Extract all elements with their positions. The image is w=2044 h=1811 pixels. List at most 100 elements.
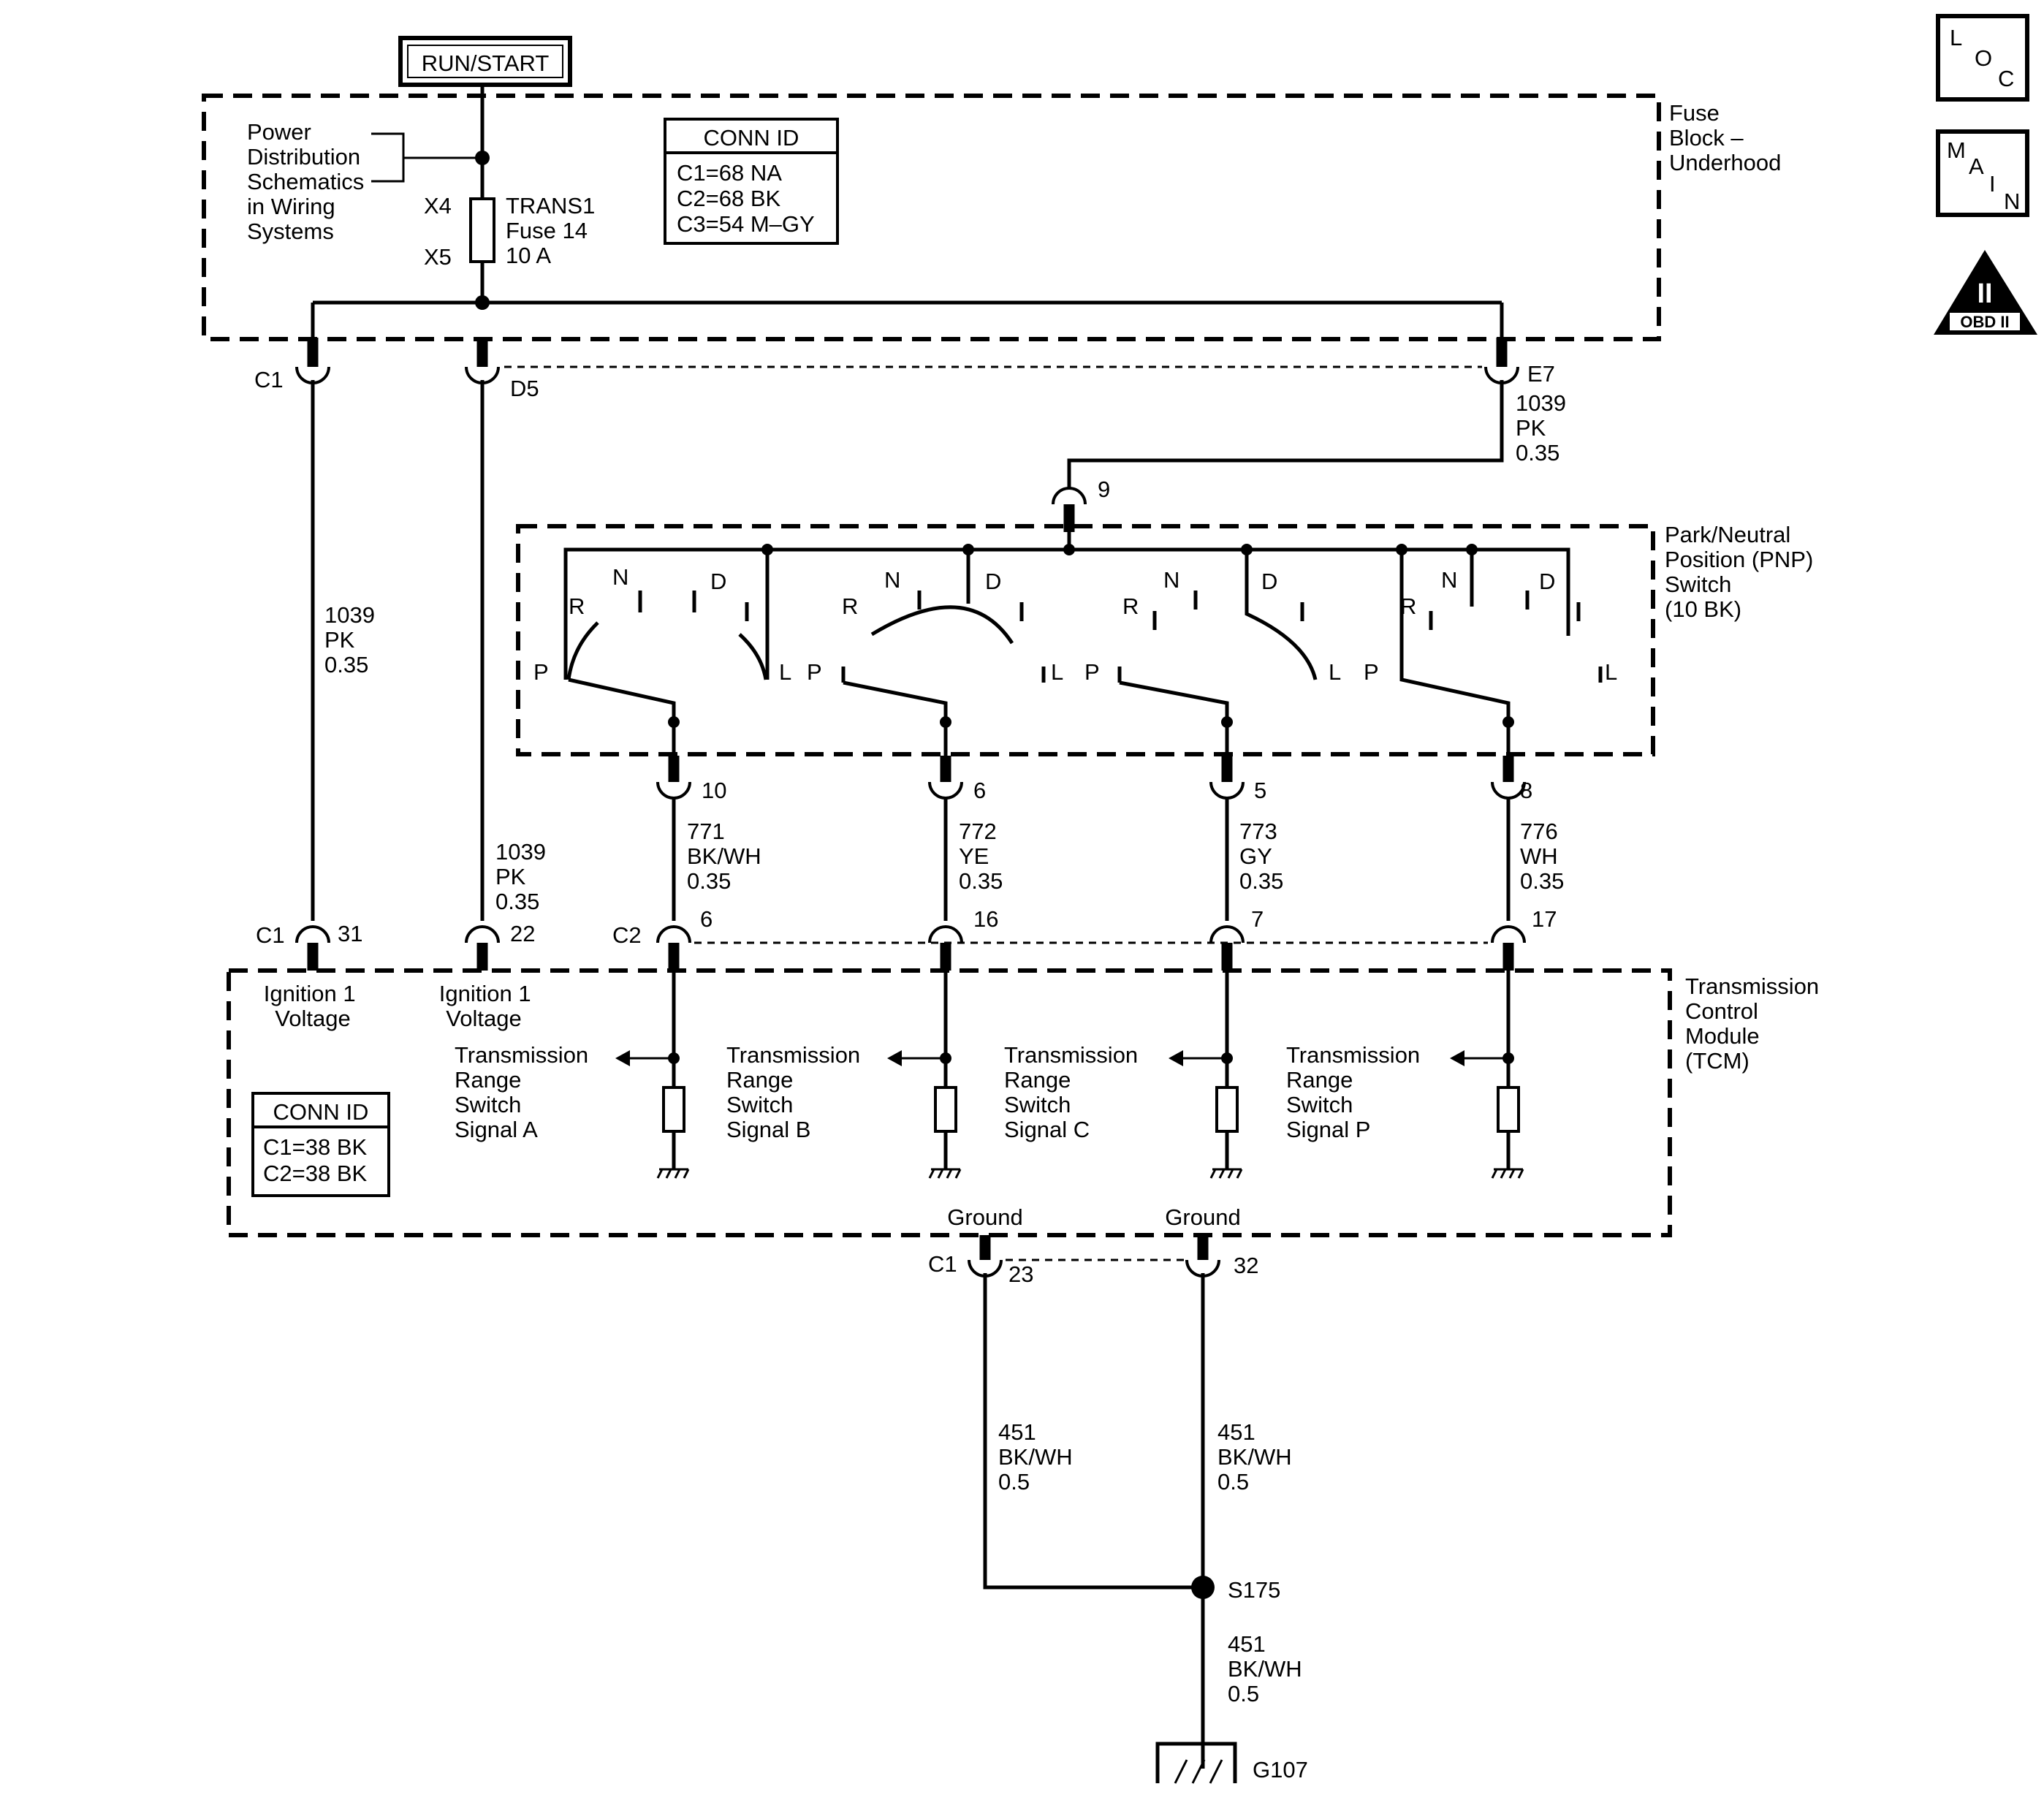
svg-text:N: N — [1163, 567, 1179, 593]
splice-label: S175 — [1228, 1577, 1280, 1603]
svg-text:C1=38 BK: C1=38 BK — [263, 1134, 368, 1160]
svg-text:I: I — [1989, 171, 1996, 197]
wire-label-773: 773 GY 0.35 — [1239, 819, 1283, 894]
svg-text:C2: C2 — [612, 922, 642, 948]
resistor-icon — [662, 1086, 685, 1133]
run-start-box: RUN/START — [398, 36, 572, 87]
wire-label-c1: 1039 PK 0.35 — [324, 602, 381, 677]
wire-label-772: 772 YE 0.35 — [959, 819, 1003, 894]
svg-text:CONN ID: CONN ID — [704, 125, 799, 151]
svg-text:L: L — [779, 659, 791, 685]
resistor-icon — [1215, 1086, 1239, 1133]
svg-text:23: 23 — [1008, 1261, 1033, 1287]
svg-text:CONN ID: CONN ID — [273, 1099, 369, 1125]
arrow-icon — [615, 1050, 630, 1066]
connector-e7-fuse: E7 — [1484, 338, 1555, 387]
arrow-icon — [887, 1050, 902, 1066]
splice-s175 — [1191, 1576, 1215, 1599]
connector-d5-fuse: D5 — [465, 338, 539, 401]
svg-text:C1: C1 — [928, 1251, 957, 1277]
svg-text:P: P — [807, 659, 822, 685]
svg-text:D5: D5 — [510, 376, 539, 401]
svg-text:L: L — [1605, 659, 1617, 685]
svg-text:P: P — [533, 659, 549, 685]
svg-text:Transmission Range: Transmission Range Switch Signal B — [726, 1042, 867, 1142]
svg-text:A: A — [1969, 153, 1984, 179]
ignition-voltage-c1-31: Ignition 1 Voltage — [264, 981, 362, 1031]
svg-text:P: P — [1084, 659, 1100, 685]
svg-text:C2=38 BK: C2=38 BK — [263, 1161, 368, 1186]
svg-text:L: L — [1051, 659, 1063, 685]
tcm-enclosure — [227, 968, 1672, 1237]
fuse-block-label: Fuse Block – Underhood — [1669, 100, 1781, 175]
tcm-signal-b: Transmission Range Switch Signal B — [726, 971, 962, 1179]
obd-ii-icon: II OBD II — [1934, 250, 2037, 335]
svg-text:OBD II: OBD II — [1960, 313, 2009, 331]
tcm-signal-a: Transmission Range Switch Signal A — [455, 971, 690, 1179]
ground-label-g107: G107 — [1253, 1757, 1308, 1782]
svg-text:C1: C1 — [256, 922, 285, 948]
resistor-icon — [1497, 1086, 1520, 1133]
svg-text:O: O — [1975, 45, 1992, 71]
svg-text:Transmission Range: Transmission Range Switch Signal C — [1004, 1042, 1144, 1142]
svg-text:R: R — [842, 593, 858, 619]
chassis-ground-icon — [1209, 1168, 1243, 1179]
svg-text:L: L — [1950, 25, 1962, 50]
fuse-icon — [469, 197, 495, 263]
fuse-label: TRANS1 Fuse 14 10 A — [506, 193, 601, 268]
wire-451-pin23 — [983, 1273, 1203, 1590]
svg-text:C2=68 BK: C2=68 BK — [677, 186, 781, 211]
wire-1039-e7 — [1067, 380, 1504, 490]
tcm-connectors: C1 31 22 C2 6 16 7 17 — [256, 906, 1557, 971]
svg-text:17: 17 — [1532, 906, 1557, 932]
ground-label-32: Ground — [1165, 1204, 1240, 1230]
tcm-ground-connectors: C1 23 32 — [928, 1235, 1258, 1287]
chassis-ground-icon — [1491, 1168, 1524, 1179]
svg-text:9: 9 — [1098, 477, 1110, 502]
power-source-label: RUN/START — [422, 50, 550, 76]
fuse-block-bus — [311, 300, 1504, 338]
loc-badge: L O C — [1936, 14, 2029, 102]
svg-text:Transmission Range: Transmission Range Switch Signal P — [1286, 1042, 1426, 1142]
svg-text:C1=68 NA: C1=68 NA — [677, 160, 782, 186]
arrow-icon — [1450, 1050, 1464, 1066]
resistor-icon — [934, 1086, 957, 1133]
power-distribution-note: Power Distribution Schematics in Wiring … — [247, 119, 371, 244]
svg-text:16: 16 — [973, 906, 998, 932]
wire-label-771: 771 BK/WH 0.35 — [687, 819, 767, 894]
svg-text:D: D — [710, 569, 726, 594]
pnp-input-pin-9: 9 — [1052, 477, 1110, 532]
svg-text:6: 6 — [973, 778, 986, 803]
pnp-output-pins: 10 6 5 8 — [656, 722, 1532, 803]
svg-text:N: N — [612, 564, 628, 590]
chassis-ground-icon — [656, 1168, 690, 1179]
svg-text:5: 5 — [1254, 778, 1266, 803]
svg-text:II: II — [1977, 278, 1992, 309]
svg-text:D: D — [1261, 569, 1277, 594]
svg-text:E7: E7 — [1527, 361, 1555, 387]
arrow-icon — [1169, 1050, 1183, 1066]
fuse-terminal-x5: X5 — [424, 244, 452, 270]
ignition-voltage-c1-22: Ignition 1 Voltage — [439, 981, 537, 1031]
svg-text:D: D — [1539, 569, 1555, 594]
fuse-block-enclosure — [202, 94, 1661, 341]
svg-text:N: N — [1441, 567, 1457, 593]
wire-label-451-main: 451 BK/WH 0.5 — [1228, 1631, 1308, 1706]
svg-text:22: 22 — [510, 921, 535, 946]
tcm-label: Transmission Control Module (TCM) — [1685, 973, 1825, 1074]
svg-text:R: R — [569, 593, 585, 619]
wire-label-d5: 1039 PK 0.35 — [495, 839, 552, 914]
chassis-ground-icon — [928, 1168, 962, 1179]
connector-c1-fuse: C1 — [254, 338, 330, 392]
svg-text:C: C — [1998, 66, 2014, 91]
wire-label-451-32: 451 BK/WH 0.5 — [1217, 1419, 1298, 1495]
svg-text:L: L — [1329, 659, 1341, 685]
svg-text:6: 6 — [700, 906, 713, 932]
svg-text:N: N — [884, 567, 900, 593]
svg-text:10: 10 — [702, 778, 726, 803]
svg-text:7: 7 — [1251, 906, 1264, 932]
svg-text:D: D — [985, 569, 1001, 594]
main-badge: M A I N — [1936, 129, 2029, 217]
pnp-position-labels: P R N D L P R N D L P R N D L P R N D L — [533, 564, 1617, 685]
